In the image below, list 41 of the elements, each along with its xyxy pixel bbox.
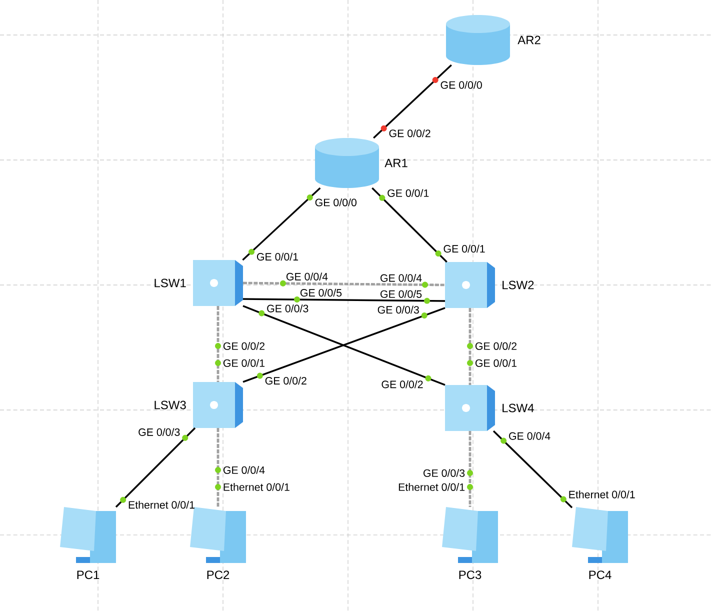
link-line [372, 187, 448, 263]
device-label: LSW4 [502, 404, 534, 412]
port-label: GE 0/0/3 [138, 428, 180, 436]
port-label: GE 0/0/5 [380, 290, 422, 298]
port-label: GE 0/0/3 [267, 304, 308, 312]
port-label: GE 0/0/2 [265, 376, 306, 385]
link-line [115, 427, 196, 508]
device-label: AR1 [384, 158, 408, 168]
link-line [216, 306, 220, 382]
port-label: GE 0/0/1 [475, 359, 516, 367]
device-label: PC3 [459, 570, 482, 580]
port-label: GE 0/0/1 [257, 252, 298, 261]
port-label: GE 0/0/1 [388, 189, 429, 197]
link-line [242, 282, 446, 286]
link-line [373, 64, 452, 139]
port-label: GE 0/0/1 [223, 359, 264, 367]
port-label: GE 0/0/4 [509, 432, 550, 440]
port-label: Ethernet 0/0/1 [128, 500, 194, 509]
link-line [468, 430, 472, 507]
port-label: GE 0/0/2 [223, 342, 264, 350]
port-label: GE 0/0/2 [475, 342, 516, 350]
link-line [216, 428, 220, 507]
device-label: PC4 [589, 570, 612, 580]
device-label: PC1 [77, 570, 100, 580]
port-label: GE 0/0/2 [382, 380, 423, 388]
port-label: GE 0/0/5 [300, 288, 342, 297]
link-line [243, 298, 446, 302]
port-label: GE 0/0/4 [223, 466, 265, 474]
device-label: LSW1 [154, 278, 186, 288]
link-line [468, 308, 472, 385]
port-label: GE 0/0/3 [378, 306, 419, 314]
port-label: GE 0/0/0 [315, 198, 356, 206]
device-label: PC2 [207, 570, 230, 580]
port-label: GE 0/0/4 [286, 272, 328, 280]
port-label: GE 0/0/1 [444, 244, 485, 253]
port-label: GE 0/0/4 [380, 274, 422, 282]
link-line [492, 430, 573, 508]
device-label: LSW2 [502, 280, 534, 290]
port-label: GE 0/0/3 [424, 469, 465, 477]
device-label: AR2 [518, 36, 540, 44]
device-label: LSW3 [154, 400, 186, 410]
